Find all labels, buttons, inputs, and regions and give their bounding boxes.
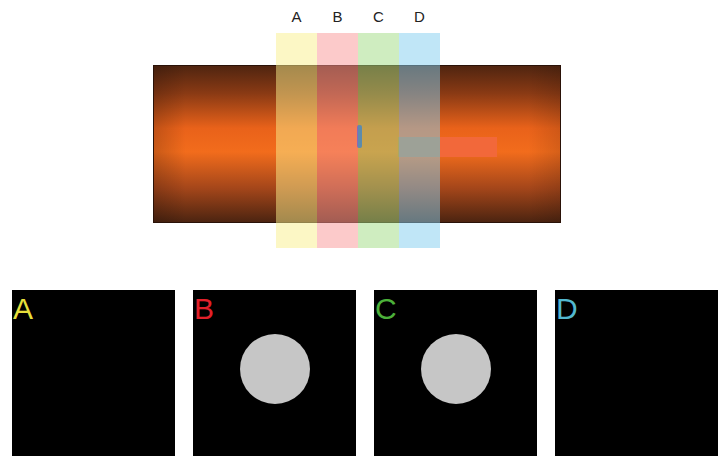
bright-spot (421, 334, 491, 404)
band-letter: C (373, 9, 384, 24)
sample-bar (440, 137, 497, 157)
band-letter: D (414, 9, 425, 24)
panel-letter: A (13, 294, 33, 324)
filter-band: B (317, 33, 358, 248)
image-panel: B (193, 290, 356, 456)
panel-letter: B (194, 294, 214, 324)
panel-letter: C (375, 294, 397, 324)
image-panel: D (555, 290, 718, 456)
filter-band: C (358, 33, 399, 248)
panel-letter: D (556, 294, 578, 324)
band-letter: B (332, 9, 342, 24)
image-panel: A (12, 290, 175, 456)
filter-band: D (399, 33, 440, 248)
band-letter: A (291, 9, 301, 24)
image-panel: C (374, 290, 537, 456)
bright-spot (240, 334, 310, 404)
filter-band: A (276, 33, 317, 248)
